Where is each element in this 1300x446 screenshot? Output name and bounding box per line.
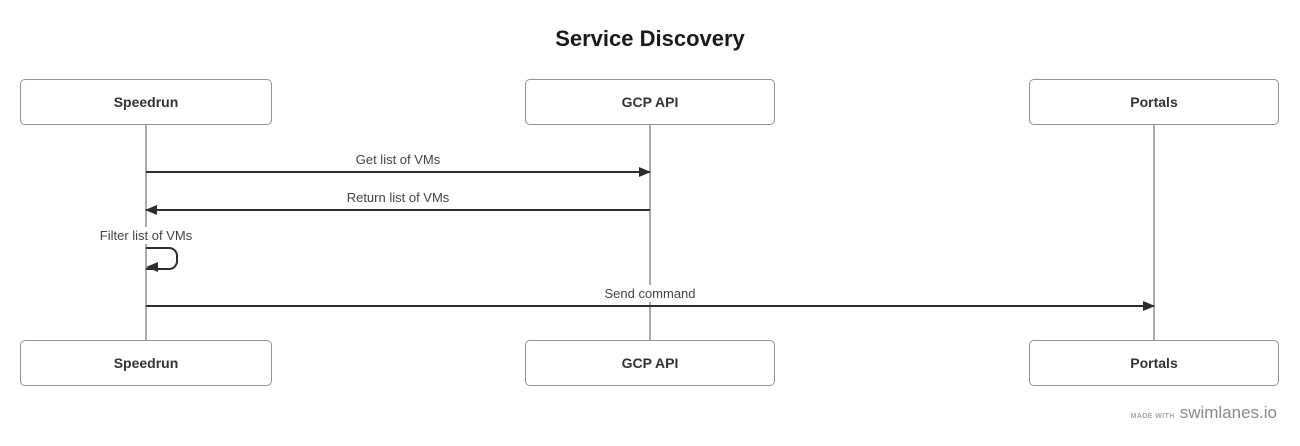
actor-label: Speedrun [113, 94, 179, 110]
actor-label: GCP API [621, 94, 679, 110]
actor-bottom-speedrun: Speedrun [20, 340, 272, 386]
actor-bottom-gcp-api: GCP API [525, 340, 775, 386]
swimlanes-brand-link[interactable]: swimlanes.io [1179, 403, 1277, 422]
actor-label: Portals [1130, 355, 1178, 371]
arrowhead-left-icon [145, 205, 157, 215]
footer-credit: MADE WITH swimlanes.io [1131, 403, 1277, 423]
message-arrow-return-list-of-vms [145, 205, 650, 215]
lifeline-gcp-api [649, 125, 651, 340]
actor-label: GCP API [621, 355, 679, 371]
actor-label: Portals [1130, 94, 1178, 110]
self-message-loop-filter-list-of-vms [146, 247, 178, 272]
message-arrow-send-command [146, 301, 1155, 311]
arrowhead-right-icon [639, 167, 651, 177]
message-label-send-command: Send command [146, 285, 1154, 302]
actor-top-speedrun: Speedrun [20, 79, 272, 125]
made-with-label: MADE WITH [1130, 413, 1175, 420]
diagram-title: Service Discovery [555, 26, 745, 51]
actor-label: Speedrun [113, 355, 179, 371]
message-label-filter-list-of-vms: Filter list of VMs [46, 227, 246, 244]
lifeline-portals [1153, 125, 1155, 340]
message-label-get-list-of-vms: Get list of VMs [146, 151, 650, 168]
actor-bottom-portals: Portals [1029, 340, 1279, 386]
message-label-return-list-of-vms: Return list of VMs [146, 189, 650, 206]
arrowhead-right-icon [1143, 301, 1155, 311]
actor-top-gcp-api: GCP API [525, 79, 775, 125]
actor-top-portals: Portals [1029, 79, 1279, 125]
message-arrow-get-list-of-vms [146, 167, 651, 177]
arrowhead-left-icon [146, 262, 158, 272]
